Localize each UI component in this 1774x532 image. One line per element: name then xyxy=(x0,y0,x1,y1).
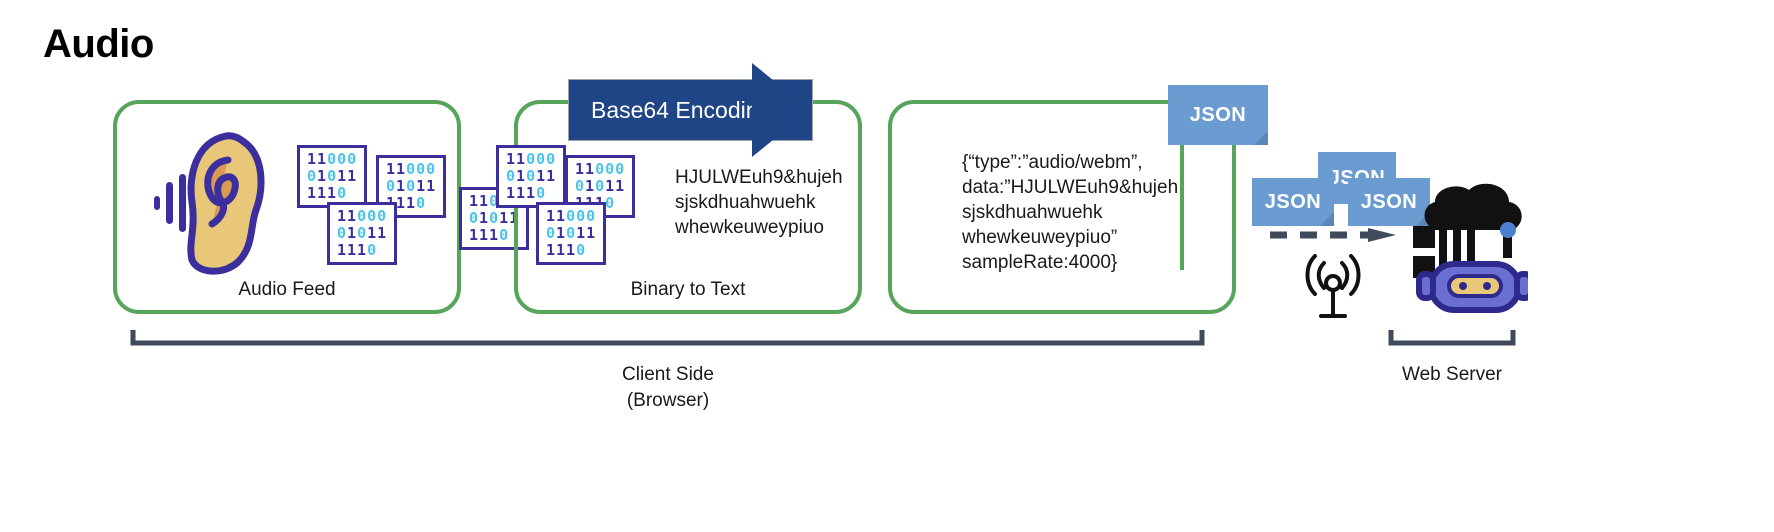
ear-soundwave-icon xyxy=(154,132,265,275)
client-side-label: Client Side (Browser) xyxy=(622,364,714,411)
connector-line xyxy=(1180,145,1184,270)
json-badge-label: JSON xyxy=(1189,103,1247,126)
web-server-bracket xyxy=(1388,330,1516,346)
server-robot-icon xyxy=(1413,183,1528,313)
base64-output-text: HJULWEuh9&hujeh sjskdhuahwuehk whewkeuwe… xyxy=(675,167,843,238)
client-side-bracket xyxy=(130,330,1205,346)
binary-matrix: 11000 01011 1110 xyxy=(327,202,398,265)
binary-matrix: 11000 01011 1110 xyxy=(376,155,447,218)
json-payload-text: {“type”:”audio/webm”, data:”HJULWEuh9&hu… xyxy=(962,152,1179,273)
stage-box-json-payload xyxy=(888,100,1236,314)
binary-matrix: 11000 01011 1110 xyxy=(496,145,567,208)
json-badge-label: JSON xyxy=(1360,190,1418,213)
json-badge-label: JSON xyxy=(1264,190,1322,213)
binary-matrix: 11000 01011 1110 xyxy=(297,145,368,208)
stage-caption-binary-to-text: Binary to Text xyxy=(630,279,746,300)
binary-matrix: 11000 01011 1110 xyxy=(536,202,607,265)
json-badge: JSON xyxy=(1168,85,1268,145)
web-server-label: Web Server xyxy=(1402,364,1502,385)
arrow-head-icon xyxy=(752,63,810,157)
json-badge: JSON xyxy=(1252,178,1334,226)
stage-caption-audio-feed: Audio Feed xyxy=(238,279,336,300)
dashed-transfer-arrow-icon xyxy=(1270,228,1396,242)
base64-encoding-label: Base64 Encoding xyxy=(591,96,772,123)
page-title: Audio xyxy=(43,22,154,66)
json-badge: JSON xyxy=(1348,178,1430,226)
radio-tower-icon xyxy=(1305,254,1361,318)
